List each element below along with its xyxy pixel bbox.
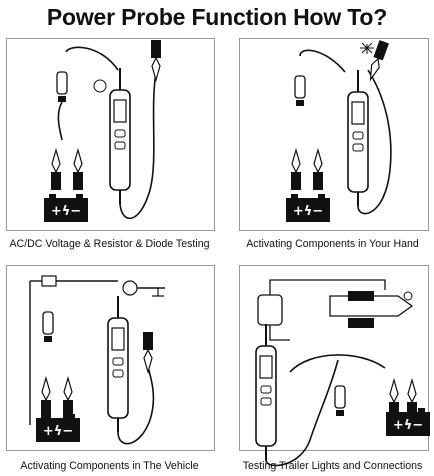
caption-activating-in-vehicle: Activating Components in The Vehicle — [20, 460, 199, 472]
activating-in-vehicle-illustration — [29, 275, 165, 445]
page-title: Power Probe Function How To? — [46, 4, 388, 30]
caption-voltage-testing: AC/DC Voltage & Resistor & Diode Testing — [9, 238, 210, 250]
voltage-testing-illustration — [44, 39, 162, 222]
panel-activating-in-hand — [239, 38, 429, 231]
activating-in-hand-illustration — [286, 39, 392, 222]
trailer-testing-illustration — [255, 279, 430, 467]
caption-trailer-testing: Testing Trailer Lights and Connections — [242, 460, 423, 472]
caption-activating-in-hand: Activating Components in Your Hand — [246, 238, 419, 250]
